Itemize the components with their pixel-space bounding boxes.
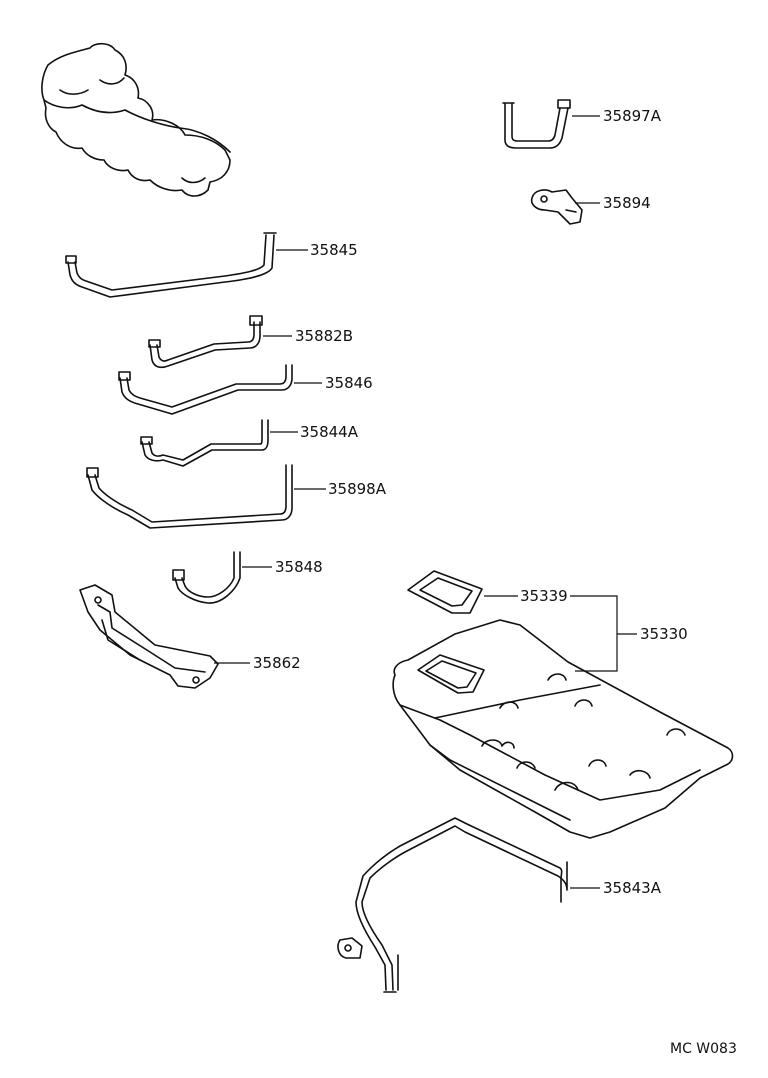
part-label-35845: 35845 (310, 241, 358, 259)
part-label-35844a: 35844A (300, 423, 359, 441)
clamp-35894 (530, 189, 583, 225)
pipe-35844a (140, 419, 269, 467)
part-label-35894: 35894 (603, 194, 651, 212)
pipe-35898a (86, 464, 293, 529)
pipe-35845 (65, 232, 277, 298)
leader-35339-35330-bracket (570, 595, 618, 672)
part-label-35843a: 35843A (603, 879, 662, 897)
part-label-35882b: 35882B (295, 327, 353, 345)
pipe-35897a (502, 99, 571, 149)
pipe-35848 (172, 551, 241, 604)
part-label-35339: 35339 (520, 587, 568, 605)
bracket-35862 (79, 584, 219, 689)
part-label-35848: 35848 (275, 558, 323, 576)
pipe-35846 (118, 364, 293, 415)
part-label-35898a: 35898A (328, 480, 387, 498)
pipe-35843a (337, 817, 568, 993)
valve-body (41, 42, 231, 197)
gasket-35339 (407, 570, 483, 614)
part-label-35846: 35846 (325, 374, 373, 392)
part-label-35897a: 35897A (603, 107, 662, 125)
part-label-35330: 35330 (640, 625, 688, 643)
part-label-35862: 35862 (253, 654, 301, 672)
strainer-35330 (392, 619, 734, 839)
pipe-35882b (148, 315, 263, 369)
drawing-code: MC W083 (670, 1041, 737, 1057)
